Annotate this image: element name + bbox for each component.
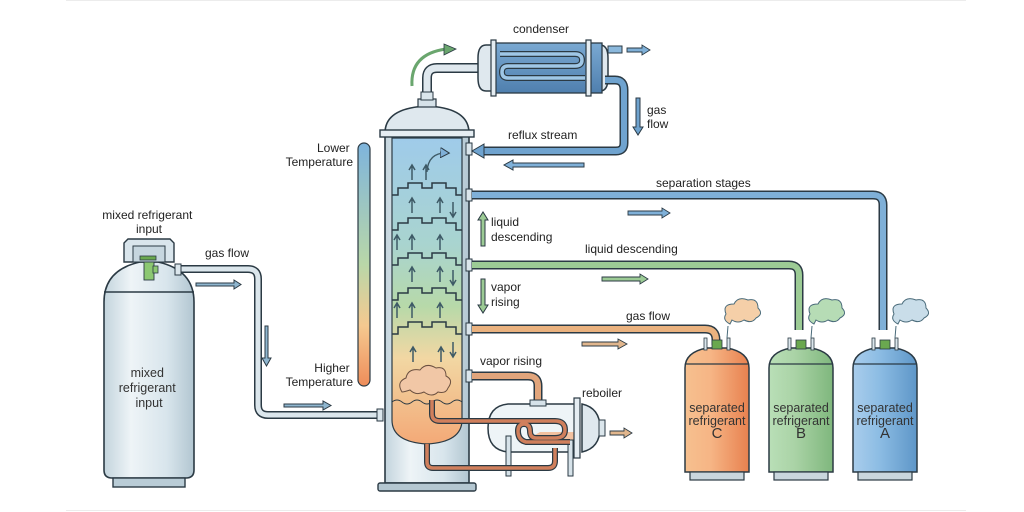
input-top-label: mixed refrigerant input [102, 208, 195, 236]
vapor-return-pipe [472, 371, 543, 402]
reboiler-label: reboiler [582, 386, 622, 400]
condenser [477, 39, 623, 97]
vapor-up-arrow-icon [393, 301, 401, 318]
tray-icon [392, 252, 462, 266]
liquid-down-arrow-icon [449, 270, 457, 287]
vapor-up-arrow-icon [437, 345, 445, 362]
vapor-rising-reboiler-label: vapor rising [480, 354, 542, 368]
vapor-up-arrow-icon [436, 265, 444, 282]
liquid-descending-pipe-label: liquid descending [585, 242, 678, 256]
gas-flow-pipe-label: gas flow [626, 309, 670, 323]
vapor-down-arrow-icon [477, 278, 489, 314]
liquid-down-arrow-icon [449, 202, 457, 219]
vapor-up-arrow-icon [409, 345, 417, 362]
temperature-gradient-bar [357, 142, 371, 387]
reboiler-heating-coil [424, 400, 570, 471]
input-tank-label: mixed refrigerant input [119, 366, 179, 410]
vapor-puff-icon [808, 298, 846, 325]
tank-valve-icon[interactable] [795, 339, 807, 350]
flow-arrow-icon [627, 207, 671, 219]
vapor-up-arrow-icon [408, 265, 416, 282]
condenser-label: condenser [513, 22, 569, 36]
flow-arrow-icon [601, 273, 649, 285]
reflux-stream-label: reflux stream [508, 128, 577, 142]
liquid-descending-column-label: liquid descending [491, 215, 552, 244]
overhead-pipe [420, 63, 478, 101]
higher-temperature-label: Higher Temperature [286, 361, 354, 389]
liquid-down-arrow-icon [449, 342, 457, 359]
tray-icon [392, 217, 462, 231]
vapor-up-arrow-icon [436, 196, 444, 213]
flow-arrow-icon [195, 279, 333, 411]
vapor-up-arrow-icon [408, 301, 416, 318]
vapor-up-arrow-icon [393, 233, 401, 250]
tank-valve-icon[interactable] [879, 339, 891, 350]
vapor-puff-icon [724, 298, 762, 325]
condenser-out-arrow-icon [626, 44, 651, 56]
vapor-up-arrow-icon [436, 301, 444, 318]
vapor-out-arrow-icon [410, 47, 447, 87]
input-valve-icon[interactable] [139, 255, 159, 281]
input-gas-pipe [174, 263, 384, 422]
vapor-up-arrow-icon [408, 163, 416, 180]
vapor-up-arrow-icon [408, 196, 416, 213]
tank-valve-icon[interactable] [711, 339, 723, 350]
liquid-descending-pipe [472, 260, 804, 330]
tray-icon [392, 287, 462, 301]
bottom-border-line [66, 510, 966, 511]
distillation-column [377, 98, 477, 492]
vapor-up-arrow-icon [408, 233, 416, 250]
separation-stages-pipe [472, 190, 888, 330]
lower-temperature-label: Lower Temperature [286, 141, 354, 169]
vapor-rising-column-label: vapor rising [491, 280, 524, 309]
tray-icon [392, 182, 462, 196]
column-flow-arrows [393, 163, 457, 362]
flow-arrow-icon [581, 338, 628, 350]
gas-flow-down-arrow-icon [632, 97, 644, 136]
vapor-up-arrow-icon [436, 233, 444, 250]
liquid-up-arrow-icon [477, 211, 489, 247]
top-border-line [66, 0, 966, 1]
gas-flow-condenser-label: gas flow [647, 103, 670, 131]
tray-icon [392, 321, 462, 335]
vapor-puff-icon [892, 298, 930, 325]
reflux-pipe [471, 75, 629, 159]
reboiler-out-arrow-icon [609, 427, 633, 439]
top-curl-arrow-icon [426, 153, 448, 173]
input-tank [103, 238, 195, 488]
reflux-arrow-icon [502, 159, 585, 171]
gas-flow-input-label: gas flow [205, 246, 249, 260]
separation-stages-label: separation stages [656, 176, 751, 190]
